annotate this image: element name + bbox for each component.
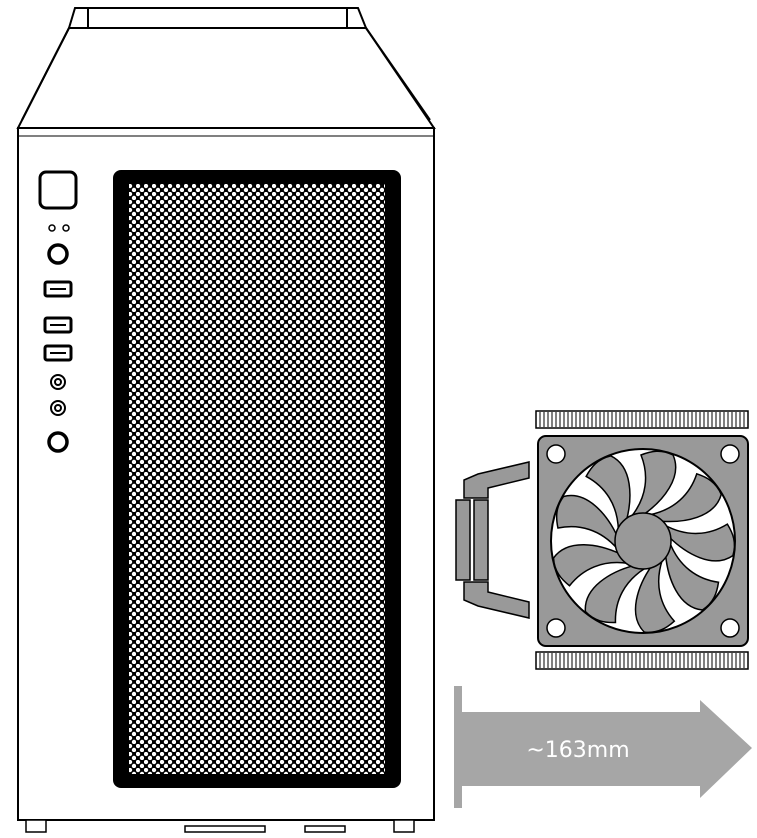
cpu-cooler: [455, 410, 749, 670]
led-indicator: [48, 224, 56, 232]
fan-screw-hole: [720, 444, 740, 464]
heatsink-fins-top: [535, 410, 749, 429]
usb-port: [43, 344, 73, 362]
fan-blade: [585, 455, 631, 533]
fan-hub: [614, 512, 672, 570]
round-button: [47, 243, 69, 265]
usb-port: [43, 316, 73, 334]
clearance-label: ~163mm: [526, 738, 629, 763]
fan-blade: [629, 450, 677, 519]
case-top-bevel: [16, 27, 436, 129]
heatpipes: [455, 461, 530, 619]
fan-screw-hole: [546, 618, 566, 638]
fan-blade: [552, 544, 631, 587]
fan-blades: [552, 450, 736, 634]
usb-port: [43, 280, 73, 298]
case-top-handle: [67, 7, 368, 29]
mesh-grille: [129, 184, 385, 774]
fan-screw-hole: [720, 618, 740, 638]
audio-jack: [50, 400, 66, 416]
front-io-panel: [38, 170, 78, 453]
led-indicator: [62, 224, 70, 232]
fan-blade: [664, 540, 720, 611]
audio-jack: [50, 374, 66, 390]
clearance-dimension: ~163mm: [454, 686, 752, 808]
fan-blade: [663, 523, 736, 562]
heatsink-fins-bottom: [535, 651, 749, 670]
fan-blade: [634, 557, 676, 634]
power-button: [38, 170, 78, 210]
pc-case: [16, 7, 436, 833]
case-feet: [25, 819, 415, 833]
clearance-arrow: [462, 700, 752, 798]
cooler-fan: [537, 435, 749, 647]
fan-screw-hole: [546, 444, 566, 464]
round-button: [47, 431, 69, 453]
fan-blade: [647, 472, 723, 523]
front-mesh-panel: [113, 170, 401, 788]
fan-blade: [584, 564, 649, 624]
fan-blade: [555, 494, 619, 551]
